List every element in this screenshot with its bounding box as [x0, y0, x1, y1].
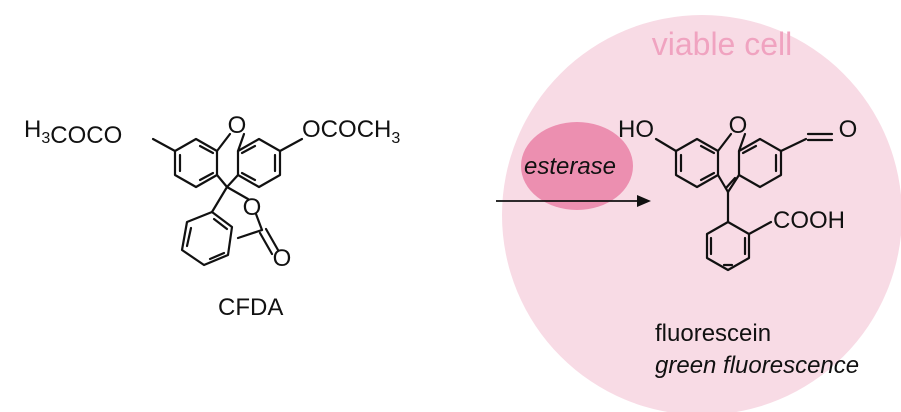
- fluorescein-acid-group: COOH: [773, 207, 845, 234]
- cfda-carbonyl-oxygen: O: [273, 245, 292, 272]
- cfda-name: CFDA: [218, 294, 283, 321]
- cfda-ring-oxygen: O: [228, 112, 247, 139]
- fluorescein-ketone-oxygen: O: [839, 116, 858, 143]
- viable-cell-label: viable cell: [652, 26, 793, 62]
- cfda-right-group: OCOCH3: [302, 116, 400, 147]
- fluorescein-name: fluorescein: [655, 320, 772, 347]
- fluorescein-hydroxyl: HO: [618, 116, 654, 143]
- fluorescein-ring-oxygen: O: [729, 112, 748, 139]
- cfda-left-group: H3COCO: [24, 116, 122, 149]
- esterase-label: esterase: [524, 153, 616, 180]
- cfda-structure: [151, 132, 304, 267]
- fluorescein-structure: [654, 132, 834, 272]
- esterase-ellipse: [521, 122, 633, 210]
- fluorescein-description: green fluorescence: [655, 352, 860, 379]
- cfda-lactone-oxygen: O: [243, 194, 262, 221]
- reaction-arrow: [496, 195, 651, 207]
- viable-cell-circle: [502, 15, 901, 412]
